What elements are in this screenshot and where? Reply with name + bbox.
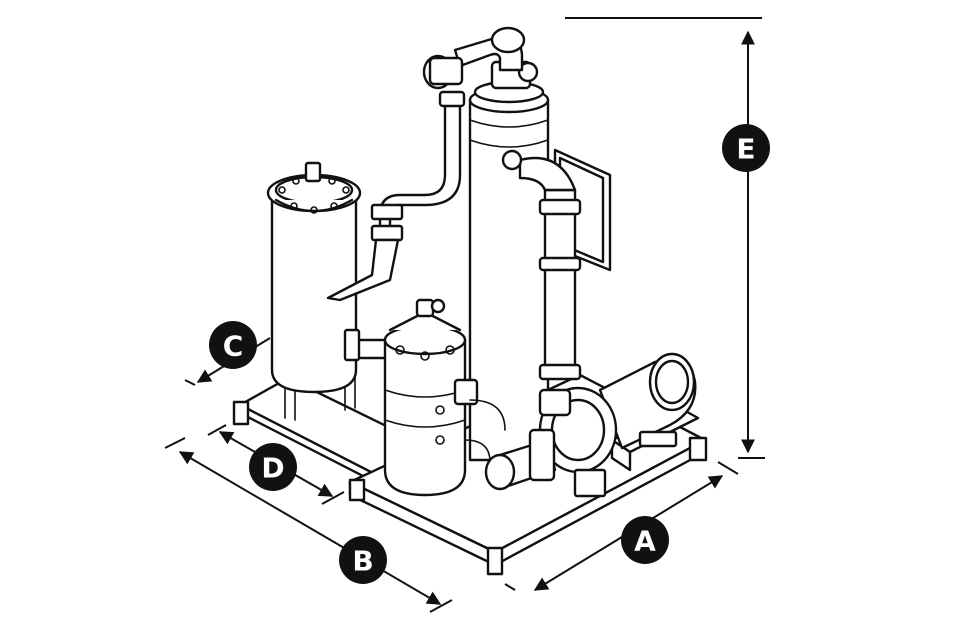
label-d: D [261, 452, 284, 485]
badge-c: C [209, 321, 257, 369]
label-a: A [634, 525, 656, 558]
inlet-hose [326, 90, 466, 302]
badge-d: D [249, 443, 297, 491]
side-pipe [543, 188, 577, 372]
filter-housing [266, 161, 397, 421]
badge-e: E [722, 124, 770, 172]
separator-column [422, 26, 612, 462]
filter-body [270, 193, 358, 394]
label-b: B [352, 545, 373, 578]
label-c: C [223, 330, 244, 363]
badge-b: B [339, 536, 387, 584]
badge-a: A [621, 516, 669, 564]
label-e: E [736, 133, 755, 166]
